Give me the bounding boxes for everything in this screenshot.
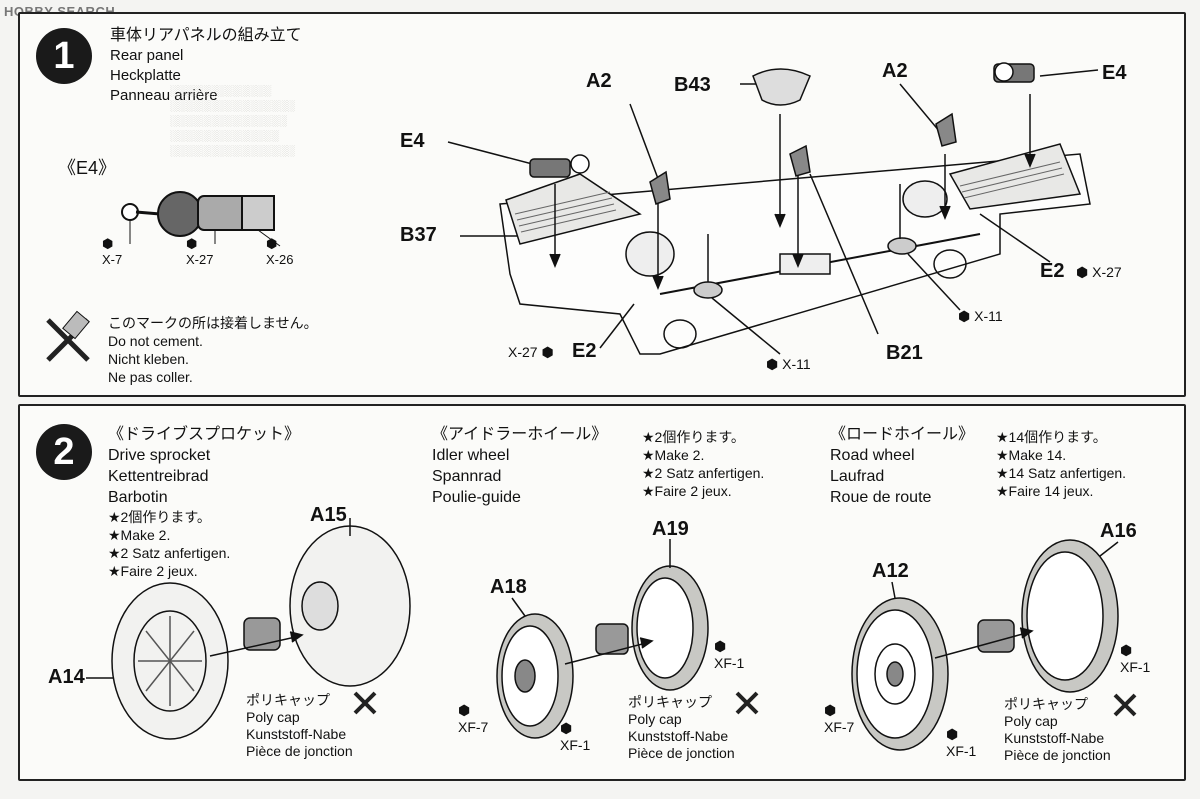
title-en: Rear panel [110, 47, 184, 64]
paint-e2-right: ⬢ X-27 [1076, 264, 1122, 280]
step-2-panel: 2 《ドライブスプロケット》 Drive sprocket Kettentrei… [18, 404, 1186, 781]
road-make-note: ★14個作ります。 ★Make 14. ★14 Satz anfertigen.… [996, 429, 1127, 499]
bleed-through-text: ░░░░░░░░░░░░░░░░░░░░░░░░░░░░░░░░░░░░░░░░… [170, 85, 295, 157]
paint-x11-right: ⬢ X-11 [958, 308, 1003, 324]
road-wheel-drawing [851, 539, 1119, 751]
paint-xf1-idler-b: ⬢XF-1 [560, 720, 591, 753]
paint-x27: ⬢X-27 [186, 236, 214, 267]
detail-label-e4: 《E4》 [58, 158, 117, 178]
title-fr: Panneau arrière [110, 87, 218, 104]
paint-xf7-road: ⬢XF-7 [824, 702, 855, 735]
paint-x7: ⬢X-7 [102, 236, 123, 267]
part-b21: B21 [886, 342, 923, 364]
idler-title: 《アイドラーホイール》 Idler wheel Spannrad Poulie-… [432, 426, 608, 506]
e4-detail-drawing [121, 191, 281, 247]
part-e2-left: E2 [572, 340, 597, 362]
rear-panel-drawing [447, 62, 1099, 355]
part-a16: A16 [1100, 520, 1137, 542]
part-a12: A12 [872, 560, 909, 582]
no-cement-icon [46, 310, 90, 362]
part-a14: A14 [48, 666, 85, 688]
title-jp: 車体リアパネルの組み立て [110, 27, 302, 44]
step-title-block: 車体リアパネルの組み立て Rear panel Heckplatte Panne… [110, 26, 302, 106]
part-e4-left: E4 [400, 130, 425, 152]
no-cement-note: このマークの所は接着しません。 Do not cement. Nicht kle… [108, 315, 318, 385]
step-1-panel: 1 車体リアパネルの組み立て Rear panel Heckplatte Pan… [18, 12, 1186, 397]
step-number: 2 [36, 424, 92, 480]
sprocket-title: 《ドライブスプロケット》 Drive sprocket Kettentreibr… [108, 426, 301, 506]
part-a18: A18 [490, 576, 527, 598]
paint-x11-left: ⬢ X-11 [766, 356, 811, 372]
part-a15: A15 [310, 504, 347, 526]
part-b37: B37 [400, 224, 437, 246]
paint-xf1-road-a: ⬢XF-1 [1120, 642, 1151, 675]
no-cement-icon [1113, 693, 1137, 717]
step-number: 1 [36, 28, 92, 84]
road-title: 《ロードホイール》 Road wheel Laufrad Roue de rou… [830, 426, 975, 506]
sprocket-polycap-label: ポリキャップ Poly cap Kunststoff-Nabe Pièce de… [246, 692, 353, 759]
no-cement-icon [735, 691, 759, 715]
part-b43: B43 [674, 74, 711, 96]
idler-drawing [496, 539, 709, 739]
part-a2-right: A2 [882, 60, 908, 82]
part-e4-right: E4 [1102, 62, 1127, 84]
no-cement-icon [353, 691, 377, 715]
paint-xf7-idler: ⬢XF-7 [458, 702, 489, 735]
paint-xf1-idler-a: ⬢XF-1 [714, 638, 745, 671]
road-polycap-label: ポリキャップ Poly cap Kunststoff-Nabe Pièce de… [1004, 696, 1111, 763]
paint-e2-left: X-27 ⬢ [508, 344, 554, 360]
idler-polycap-label: ポリキャップ Poly cap Kunststoff-Nabe Pièce de… [628, 694, 735, 761]
sprocket-make-note: ★2個作ります。 ★Make 2. ★2 Satz anfertigen. ★F… [108, 509, 231, 579]
part-a2-left: A2 [586, 70, 612, 92]
sprocket-drawing [86, 518, 411, 740]
idler-make-note: ★2個作ります。 ★Make 2. ★2 Satz anfertigen. ★F… [642, 429, 765, 499]
paint-xf1-road-b: ⬢XF-1 [946, 726, 977, 759]
paint-x26: ⬢X-26 [266, 236, 294, 267]
title-de: Heckplatte [110, 67, 181, 84]
part-a19: A19 [652, 518, 689, 540]
part-e2-right: E2 [1040, 260, 1065, 282]
